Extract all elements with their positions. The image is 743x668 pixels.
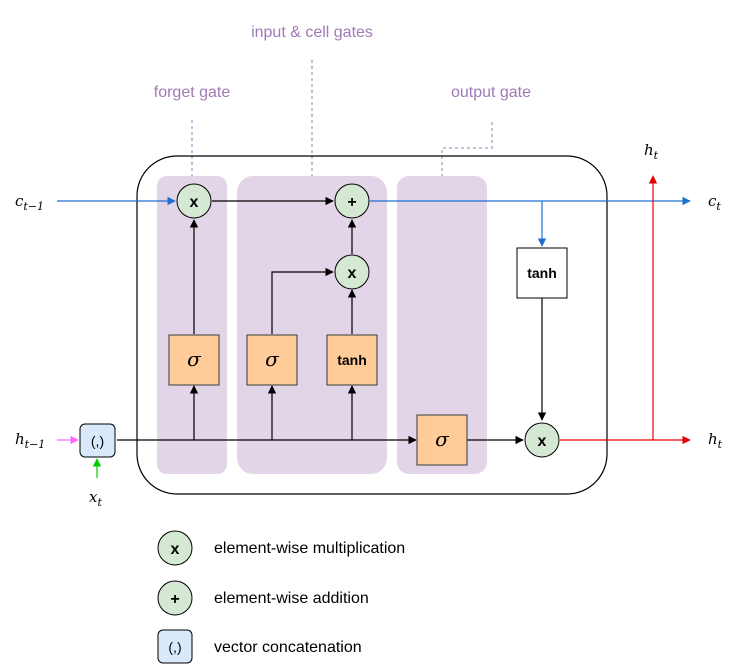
input-sigma-box: σ <box>246 334 298 386</box>
forget-gate-region <box>157 176 227 474</box>
input-mul-op: x <box>334 254 370 290</box>
h-next-label: ht <box>708 430 723 451</box>
input-sigma-symbol: σ <box>265 347 280 371</box>
h-top-label: ht <box>644 141 659 162</box>
legend-multiply-symbol: x <box>171 541 180 558</box>
lstm-cell-boundary <box>136 155 608 495</box>
sigma-to-mul-line <box>271 267 334 334</box>
forget-sigma-box: σ <box>168 334 220 386</box>
legend-concat-symbol: (,) <box>168 639 181 655</box>
output-tanh-label: tanh <box>527 265 557 281</box>
legend-concat-label: vector concatenation <box>214 639 362 656</box>
forget-mul-op: x <box>176 183 212 219</box>
x-in-label: xt <box>89 488 102 509</box>
legend-multiply-label: element-wise multiplication <box>214 540 405 557</box>
output-gate-region <box>397 176 487 474</box>
concat-box: (,) <box>79 423 116 458</box>
legend-item-concat: (,) vector concatenation <box>157 629 362 664</box>
output-leader <box>441 122 493 178</box>
output-mul-symbol: x <box>538 433 547 450</box>
output-tanh-box: tanh <box>516 247 568 299</box>
forget-sigma-symbol: σ <box>187 347 202 371</box>
cell-add-symbol: + <box>347 194 356 211</box>
legend: x element-wise multiplication + element-… <box>157 530 405 664</box>
cell-tanh-box: tanh <box>326 334 378 386</box>
legend-add-label: element-wise addition <box>214 590 369 607</box>
output-mul-op: x <box>524 422 560 458</box>
forget-gate-title: forget gate <box>154 84 231 101</box>
output-sigma-symbol: σ <box>435 427 450 451</box>
output-sigma-box: σ <box>416 414 468 466</box>
cell-tanh-label: tanh <box>337 352 367 368</box>
input-cell-gate-region <box>237 176 387 474</box>
legend-add-symbol: + <box>170 591 179 608</box>
c-next-label: ct <box>708 192 721 213</box>
input-cell-gates-title: input & cell gates <box>251 24 373 41</box>
forget-mul-symbol: x <box>190 194 199 211</box>
output-gate-title: output gate <box>451 84 531 101</box>
legend-item-add: + element-wise addition <box>157 580 369 616</box>
concat-symbol: (,) <box>91 433 104 449</box>
input-mul-symbol: x <box>348 265 357 282</box>
c-prev-label: ct−1 <box>15 192 44 213</box>
legend-item-multiply: x element-wise multiplication <box>157 530 405 566</box>
cell-add-op: + <box>334 183 370 219</box>
h-prev-label: ht−1 <box>15 430 45 451</box>
